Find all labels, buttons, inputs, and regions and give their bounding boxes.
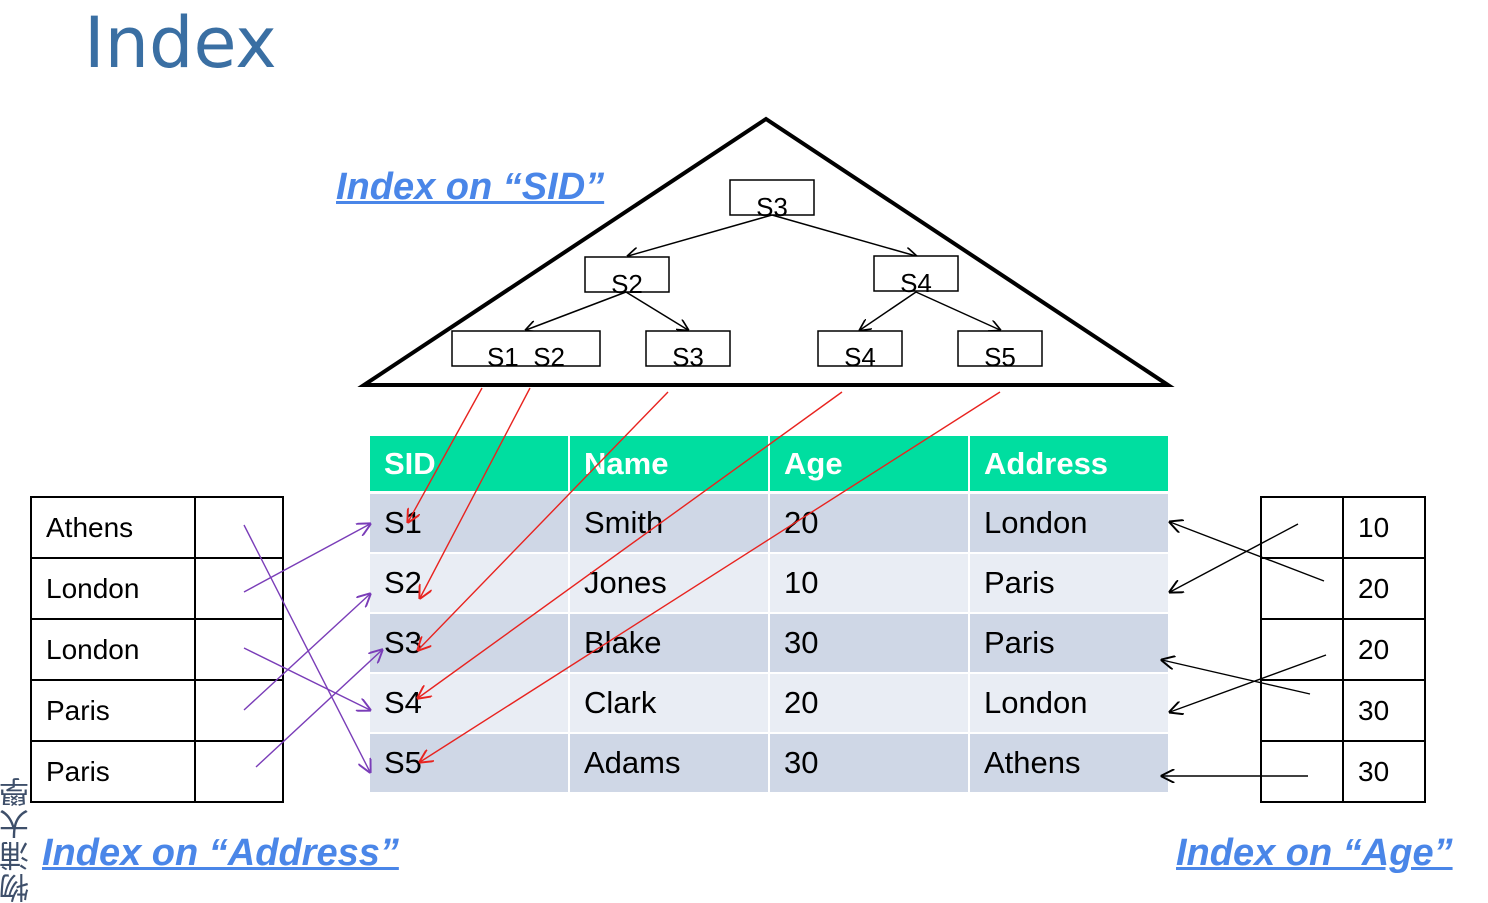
cell-name: Jones	[570, 554, 770, 614]
cell-address: Athens	[970, 734, 1170, 794]
address-index-row: London	[30, 618, 284, 681]
tree-leaf-s4-label: S4	[844, 342, 876, 372]
column-header-age: Age	[770, 436, 970, 494]
cell-name: Blake	[570, 614, 770, 674]
age-index-value: 20	[1342, 557, 1426, 620]
age-index-value: 30	[1342, 679, 1426, 742]
age-index-value: 30	[1342, 740, 1426, 803]
address-index-row: Athens	[30, 496, 284, 559]
age-index-row: 30	[1260, 740, 1426, 803]
tree-node-s4: S4	[873, 255, 959, 298]
cell-age: 20	[770, 494, 970, 554]
address-index-value: London	[30, 618, 196, 681]
tree-leaf-s1-s2: S1 S2	[451, 330, 601, 372]
column-header-name: Name	[570, 436, 770, 494]
address-index-value: London	[30, 557, 196, 620]
address-index-table: Athens London London Paris Paris	[30, 496, 284, 803]
age-index-row: 20	[1260, 557, 1426, 620]
address-index-pointer	[194, 740, 284, 803]
university-seal-logo: 物浦大學	[0, 775, 35, 903]
tree-leaf-s4: S4	[817, 330, 903, 372]
cell-age: 20	[770, 674, 970, 734]
age-index-row: 10	[1260, 496, 1426, 559]
cell-address: Paris	[970, 554, 1170, 614]
table-row: S1 Smith 20 London	[370, 494, 1170, 554]
tree-node-root-label: S3	[756, 192, 788, 222]
age-index-pointer	[1260, 740, 1344, 803]
cell-name: Smith	[570, 494, 770, 554]
address-index-value: Athens	[30, 496, 196, 559]
address-index-pointer	[194, 618, 284, 681]
column-header-address: Address	[970, 436, 1170, 494]
age-index-value: 10	[1342, 496, 1426, 559]
cell-age: 30	[770, 734, 970, 794]
column-header-sid: SID	[370, 436, 570, 494]
cell-name: Clark	[570, 674, 770, 734]
cell-address: Paris	[970, 614, 1170, 674]
tree-outline	[357, 116, 1175, 387]
address-index-value: Paris	[30, 740, 196, 803]
cell-sid: S3	[370, 614, 570, 674]
sid-index-label: Index on “SID”	[336, 166, 605, 208]
table-row: S2 Jones 10 Paris	[370, 554, 1170, 614]
cell-address: London	[970, 674, 1170, 734]
age-index-table: 10 20 20 30 30	[1260, 496, 1426, 803]
address-index-row: Paris	[30, 679, 284, 742]
address-index-value: Paris	[30, 679, 196, 742]
age-index-label: Index on “Age”	[1176, 832, 1453, 874]
tree-node-s2: S2	[584, 256, 670, 299]
cell-age: 10	[770, 554, 970, 614]
age-index-pointer	[1260, 496, 1344, 559]
table-row: S4 Clark 20 London	[370, 674, 1170, 734]
address-index-row: London	[30, 557, 284, 620]
table-row: S5 Adams 30 Athens	[370, 734, 1170, 794]
tree-node-s4-label: S4	[900, 268, 932, 298]
address-index-pointer	[194, 496, 284, 559]
table-header-row: SID Name Age Address	[370, 436, 1170, 494]
student-table: SID Name Age Address S1 Smith 20 London …	[370, 436, 1170, 794]
tree-leaf-s5-label: S5	[984, 342, 1016, 372]
cell-sid: S2	[370, 554, 570, 614]
address-index-row: Paris	[30, 740, 284, 803]
cell-name: Adams	[570, 734, 770, 794]
age-index-pointer	[1260, 557, 1344, 620]
tree-leaf-s1-s2-label: S1 S2	[487, 342, 565, 372]
age-index-pointer	[1260, 618, 1344, 681]
tree-leaf-s3: S3	[645, 330, 731, 372]
cell-address: London	[970, 494, 1170, 554]
address-index-pointer	[194, 679, 284, 742]
tree-node-root: S3	[729, 179, 815, 222]
table-row: S3 Blake 30 Paris	[370, 614, 1170, 674]
page-title: Index	[84, 2, 277, 84]
cell-sid: S1	[370, 494, 570, 554]
cell-sid: S5	[370, 734, 570, 794]
tree-node-s2-label: S2	[611, 269, 643, 299]
age-index-pointer	[1260, 679, 1344, 742]
address-index-pointer	[194, 557, 284, 620]
cell-sid: S4	[370, 674, 570, 734]
tree-leaf-s5: S5	[957, 330, 1043, 372]
address-index-label: Index on “Address”	[42, 832, 399, 874]
age-index-row: 20	[1260, 618, 1426, 681]
age-index-row: 30	[1260, 679, 1426, 742]
cell-age: 30	[770, 614, 970, 674]
tree-leaf-s3-label: S3	[672, 342, 704, 372]
age-index-value: 20	[1342, 618, 1426, 681]
